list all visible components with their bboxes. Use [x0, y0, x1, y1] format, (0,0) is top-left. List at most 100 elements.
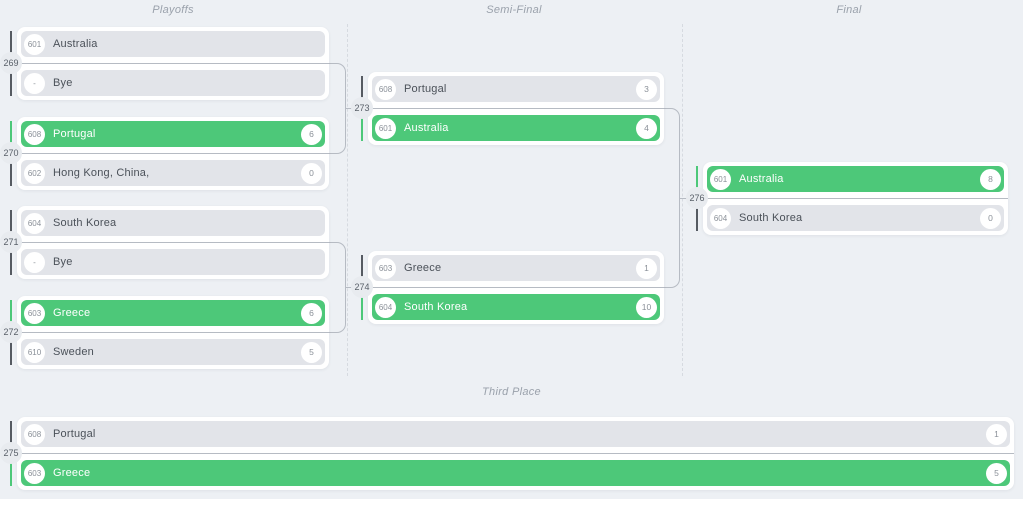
seed-badge: 601: [375, 117, 396, 139]
match-273: 608 Portugal 3 601 Australia 4 273: [351, 72, 664, 145]
round-header-final: Final: [836, 4, 862, 16]
match-midline: [361, 287, 664, 288]
match-272: 603 Greece 6 610 Sweden 5 272: [0, 296, 329, 369]
score-badge: 0: [301, 162, 322, 184]
column-separator: [682, 24, 683, 376]
team-status-bar: [10, 70, 12, 96]
round-header-playoffs: Playoffs: [152, 4, 194, 16]
column-separator: [347, 24, 348, 376]
match-number-badge: 274: [351, 276, 373, 298]
match-midline: [10, 242, 329, 243]
seed-badge: 602: [24, 162, 45, 184]
score-badge: 0: [980, 207, 1001, 229]
score-badge: 4: [636, 117, 657, 139]
round-header-semi-final: Semi-Final: [486, 4, 542, 16]
team-name: South Korea: [739, 212, 803, 224]
team-row[interactable]: 604 South Korea: [21, 210, 325, 236]
winner-status-bar: [10, 460, 12, 486]
bracket-connector-tick: [345, 287, 355, 288]
seed-badge: 608: [375, 78, 396, 100]
team-status-bar: [361, 255, 363, 281]
winner-status-bar: [696, 166, 698, 192]
seed-badge: -: [24, 251, 45, 273]
team-row-winner[interactable]: 601 Australia 4: [372, 115, 660, 141]
seed-badge: 603: [24, 462, 45, 484]
match-midline: [10, 63, 329, 64]
team-name: Hong Kong, China,: [53, 167, 150, 179]
team-name: Greece: [404, 262, 442, 274]
team-status-bar: [10, 421, 12, 447]
bracket-connector: [664, 108, 680, 288]
page-bottom-strip: [0, 499, 1023, 505]
match-midline: [696, 198, 1008, 199]
seed-badge: 610: [24, 341, 45, 363]
team-row[interactable]: 602 Hong Kong, China, 0: [21, 160, 325, 186]
winner-status-bar: [10, 300, 12, 326]
score-badge: 6: [301, 123, 322, 145]
seed-badge: 608: [24, 423, 45, 445]
match-number-badge: 272: [0, 321, 22, 343]
team-name: Portugal: [404, 83, 447, 95]
team-status-bar: [10, 210, 12, 236]
team-name: Australia: [53, 38, 98, 50]
team-row-winner[interactable]: 604 South Korea 10: [372, 294, 660, 320]
team-status-bar: [696, 205, 698, 231]
team-name: Sweden: [53, 346, 94, 358]
score-badge: 3: [636, 78, 657, 100]
score-badge: 5: [986, 462, 1007, 484]
team-row[interactable]: 608 Portugal 1: [21, 421, 1010, 447]
team-status-bar: [10, 160, 12, 186]
seed-badge: 603: [375, 257, 396, 279]
seed-badge: 603: [24, 302, 45, 324]
team-row[interactable]: - Bye: [21, 249, 325, 275]
team-name: Australia: [404, 122, 449, 134]
team-name: South Korea: [53, 217, 117, 229]
score-badge: 10: [636, 296, 657, 318]
team-row-winner[interactable]: 601 Australia 8: [707, 166, 1004, 192]
team-name: Portugal: [53, 128, 96, 140]
match-number-badge: 273: [351, 97, 373, 119]
score-badge: 1: [986, 423, 1007, 445]
seed-badge: -: [24, 72, 45, 94]
seed-badge: 601: [710, 168, 731, 190]
team-name: South Korea: [404, 301, 468, 313]
match-midline: [361, 108, 664, 109]
team-row-winner[interactable]: 603 Greece 6: [21, 300, 325, 326]
match-number-badge: 270: [0, 142, 22, 164]
match-275: 608 Portugal 1 603 Greece 5 275: [0, 417, 1014, 490]
match-number-badge: 275: [0, 442, 22, 464]
team-status-bar: [10, 249, 12, 275]
team-name: Portugal: [53, 428, 96, 440]
team-status-bar: [10, 31, 12, 57]
team-name: Australia: [739, 173, 784, 185]
match-number-badge: 276: [686, 187, 708, 209]
team-name: Greece: [53, 467, 91, 479]
match-midline: [10, 153, 329, 154]
team-name: Bye: [53, 256, 73, 268]
score-badge: 1: [636, 257, 657, 279]
seed-badge: 608: [24, 123, 45, 145]
team-row-winner[interactable]: 603 Greece 5: [21, 460, 1010, 486]
match-276: 601 Australia 8 604 South Korea 0 276: [686, 162, 1008, 235]
match-271: 604 South Korea - Bye 271: [0, 206, 329, 279]
team-name: Bye: [53, 77, 73, 89]
team-row[interactable]: 601 Australia: [21, 31, 325, 57]
team-row[interactable]: 603 Greece 1: [372, 255, 660, 281]
team-row[interactable]: 608 Portugal 3: [372, 76, 660, 102]
bracket-connector-tick: [679, 198, 690, 199]
match-270: 608 Portugal 6 602 Hong Kong, China, 0 2…: [0, 117, 329, 190]
winner-status-bar: [361, 115, 363, 141]
match-274: 603 Greece 1 604 South Korea 10 274: [351, 251, 664, 324]
seed-badge: 604: [710, 207, 731, 229]
match-midline: [10, 453, 1014, 454]
bracket-connector: [329, 242, 346, 333]
team-row[interactable]: - Bye: [21, 70, 325, 96]
bracket-connector-tick: [345, 108, 355, 109]
match-269: 601 Australia - Bye 269: [0, 27, 329, 100]
team-row[interactable]: 610 Sweden 5: [21, 339, 325, 365]
team-row-winner[interactable]: 608 Portugal 6: [21, 121, 325, 147]
team-row[interactable]: 604 South Korea 0: [707, 205, 1004, 231]
seed-badge: 601: [24, 33, 45, 55]
match-number-badge: 269: [0, 52, 22, 74]
